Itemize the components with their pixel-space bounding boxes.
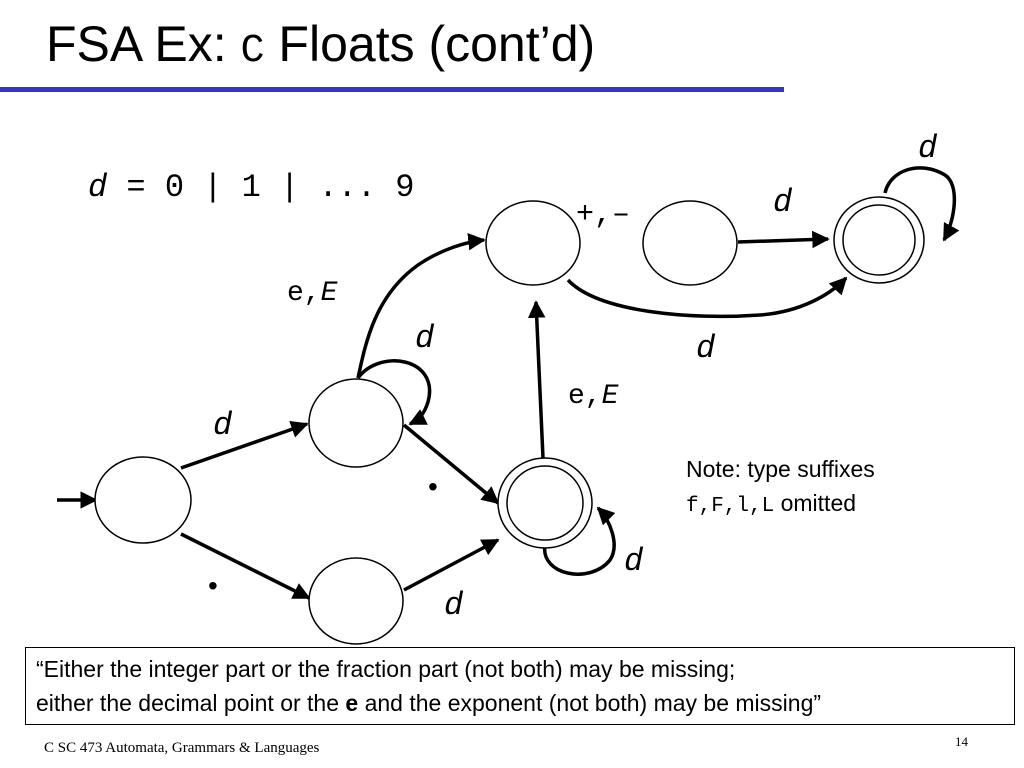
state-start — [94, 456, 192, 544]
digit-definition: d = 0 | 1 | ... 9 — [88, 169, 414, 206]
page-number: 14 — [955, 734, 968, 749]
edge-start-to-int — [180, 420, 309, 470]
quote-box: “Either the integer part or the fraction… — [25, 647, 1015, 725]
suffix-note: Note: type suffixes f,F,l,L omitted — [686, 452, 875, 524]
label-start-to-frac-dot: • — [208, 570, 218, 601]
label-frac-to-float: d — [444, 587, 464, 624]
note-line-2: f,F,l,L omitted — [686, 486, 875, 524]
edge-int-to-exp — [356, 232, 486, 379]
label-plus-minus: +,– — [576, 198, 630, 232]
state-integer — [308, 378, 404, 468]
loop-exp-digits — [883, 166, 960, 242]
quote-bold-e: e — [345, 690, 359, 716]
title-suffix: Floats (cont’d) — [264, 16, 596, 72]
quote-line-2b: and the exponent (not both) may be missi… — [358, 690, 822, 716]
quote-line-2a: either the decimal point or the — [36, 690, 346, 716]
label-int-to-exp: e,E — [287, 278, 338, 309]
state-dot — [308, 557, 404, 645]
label-float-to-exp: e,E — [568, 381, 619, 412]
quote-line-1: “Either the integer part or the fraction… — [36, 656, 736, 682]
state-float-accept-inner — [506, 465, 584, 541]
edge-start-to-frac — [180, 532, 311, 600]
label-loop-float: d — [624, 543, 644, 580]
state-exp-digits-accept-inner — [842, 204, 916, 276]
note-omitted: omitted — [774, 490, 857, 516]
label-sign-to-exp-digits: d — [773, 184, 793, 221]
title-code: C — [240, 29, 265, 74]
state-sign — [642, 200, 738, 286]
edge-sign-to-exp-digits — [737, 230, 830, 249]
note-line-1: Note: type suffixes — [686, 456, 875, 482]
quote-line-2: either the decimal point or the e and th… — [36, 686, 1004, 720]
edge-exp-to-exp-digits — [566, 276, 848, 319]
loop-int — [356, 359, 432, 426]
title-underline — [0, 87, 784, 92]
footer-course: C SC 473 Automata, Grammars & Languages — [44, 740, 320, 756]
state-exponent — [485, 200, 581, 286]
label-exp-to-exp-digits: d — [696, 330, 716, 367]
slide-title: FSA Ex: C Floats (cont’d) — [46, 14, 595, 82]
edge-int-to-float — [402, 423, 500, 505]
label-start-to-int: d — [213, 407, 233, 444]
label-int-to-float-dot: • — [428, 471, 438, 502]
edge-float-to-exp — [527, 300, 546, 459]
note-suffixes: f,F,l,L — [686, 495, 775, 518]
label-loop-exp-digits: d — [918, 130, 938, 167]
loop-float — [543, 506, 616, 576]
edge-frac-to-float — [403, 538, 500, 592]
label-loop-int: d — [415, 320, 435, 357]
title-prefix: FSA Ex: — [46, 16, 241, 72]
